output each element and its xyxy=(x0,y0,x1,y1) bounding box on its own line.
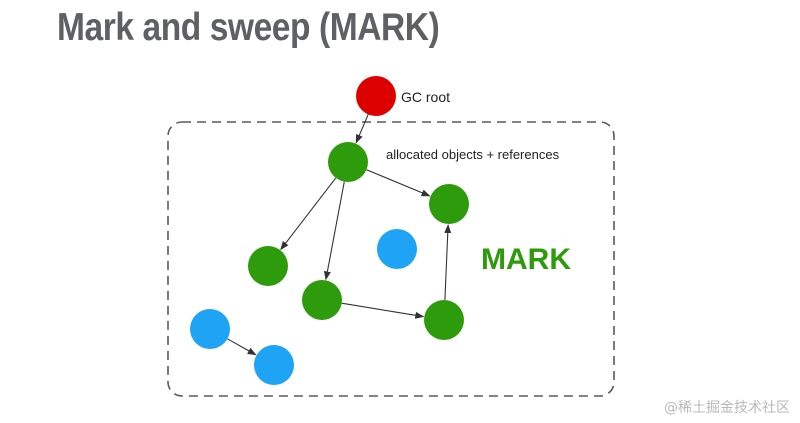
unmarked-object-node xyxy=(190,309,230,349)
marked-object-node xyxy=(424,300,464,340)
edge-object-h-to-object-i xyxy=(227,338,257,356)
marked-object-node xyxy=(328,142,368,182)
edge-object-d-to-object-e xyxy=(341,302,425,319)
allocated-region-border xyxy=(167,121,615,397)
edge-gc-root-to-object-a xyxy=(355,114,369,144)
allocated-objects-label: allocated objects + references xyxy=(386,147,560,162)
mark-phase-label: MARK xyxy=(481,243,571,276)
object-nodes xyxy=(190,76,469,385)
gc-root-label: GC root xyxy=(401,89,450,105)
watermark: @稀土掘金技术社区 xyxy=(664,400,790,416)
marked-object-node xyxy=(302,280,342,320)
marked-object-node xyxy=(248,246,288,286)
reference-edges xyxy=(227,114,452,356)
marked-object-node xyxy=(429,184,469,224)
slide-title: Mark and sweep (MARK) xyxy=(57,6,440,49)
edge-object-a-to-object-b xyxy=(280,177,337,251)
edge-object-e-to-object-f xyxy=(444,224,452,301)
gc-root-node xyxy=(356,76,396,116)
edge-object-a-to-object-c xyxy=(366,169,431,197)
unmarked-object-node xyxy=(254,345,294,385)
unmarked-object-node xyxy=(377,229,417,269)
edge-object-a-to-object-d xyxy=(323,181,345,281)
